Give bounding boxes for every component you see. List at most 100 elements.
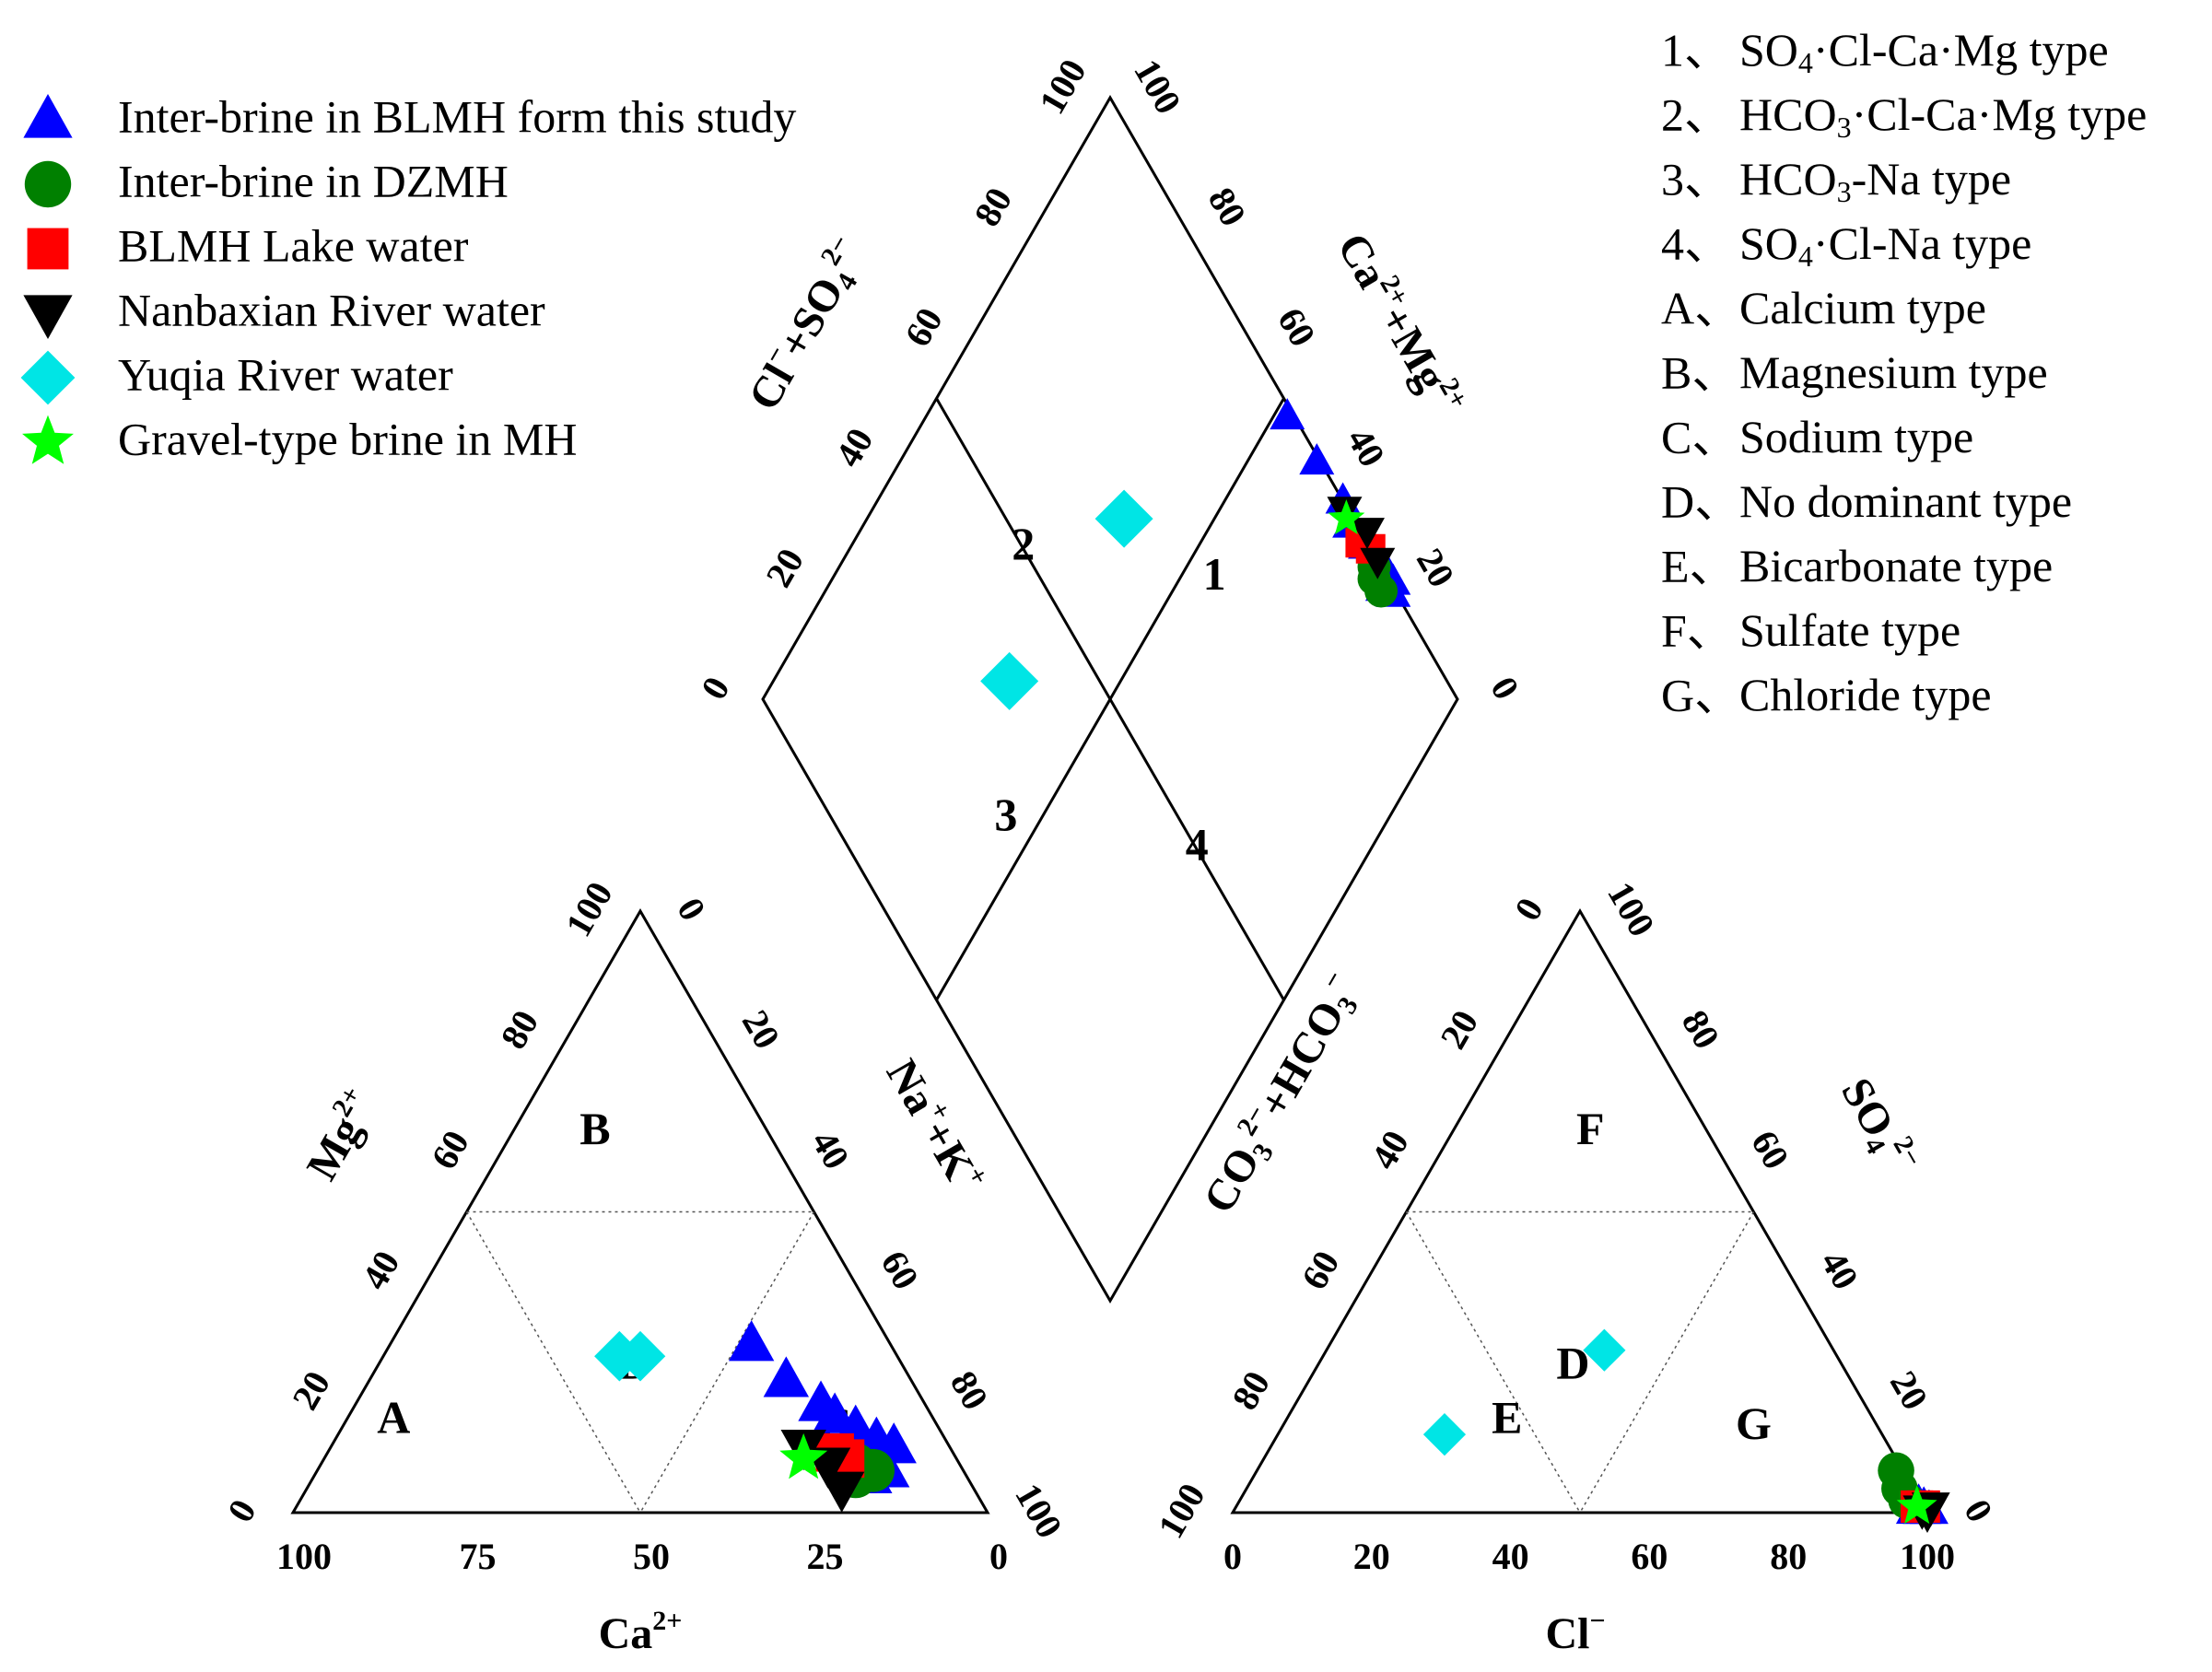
point-diamond [1270, 398, 1305, 430]
tick-label: 100 [1007, 1477, 1071, 1545]
point-diamond [980, 651, 1039, 710]
tick-label: 60 [423, 1123, 477, 1175]
tick-label: 100 [1599, 875, 1663, 943]
tick-label: 80 [1674, 1003, 1728, 1056]
legend-marker [20, 350, 76, 405]
tick-label: 40 [1363, 1123, 1417, 1175]
key-label: Calcium type [1739, 282, 1986, 333]
data-points [594, 398, 1950, 1533]
tick-label: 0 [1482, 670, 1527, 707]
axis-label-cl: Cl− [1545, 1606, 1605, 1658]
tick-label: 60 [896, 300, 951, 353]
axis-label-so4: SO42− [1829, 1068, 1928, 1185]
tick-label: 80 [1200, 181, 1255, 233]
legend-item: Inter-brine in DZMH [24, 155, 509, 208]
key-label: Sulfate type [1739, 604, 1960, 656]
region-label: 2 [1012, 518, 1035, 569]
key-label: Chloride type [1739, 669, 1992, 720]
key-label: HCO3·Cl-Ca·Mg type [1739, 88, 2147, 144]
axis-label-ca: Ca2+ [599, 1606, 683, 1658]
legend-marker [24, 160, 72, 208]
key-number: D、 [1661, 475, 1740, 527]
tick-label: 0 [1506, 891, 1551, 928]
tick-label: 100 [276, 1536, 332, 1577]
legend-marker [23, 94, 73, 138]
diamond [761, 94, 1459, 1304]
region-label: D [1556, 1338, 1589, 1389]
tick-label: 80 [492, 1003, 546, 1056]
axis-label-mg: Mg2+ [294, 1082, 386, 1188]
region-label: B [579, 1103, 610, 1154]
tick-label: 20 [284, 1364, 338, 1417]
region-label: 4 [1186, 819, 1209, 871]
key-label: HCO3-Na type [1739, 153, 2011, 208]
legend-label: Inter-brine in BLMH form this study [118, 90, 796, 142]
tick-label: 80 [1770, 1536, 1807, 1577]
tick-label: 100 [1031, 53, 1094, 121]
region-label: F [1576, 1103, 1605, 1154]
tick-label: 0 [219, 1492, 264, 1529]
point-anion [1583, 1328, 1626, 1372]
tick-label: 75 [460, 1536, 497, 1577]
tick-label: 0 [989, 1536, 1008, 1577]
tick-label: 60 [1631, 1536, 1668, 1577]
key-label: Sodium type [1739, 411, 1973, 462]
region-label: G [1736, 1397, 1772, 1449]
tick-label: 0 [1223, 1536, 1242, 1577]
key-number: A、 [1661, 282, 1740, 333]
point-diamond [1094, 489, 1153, 548]
key-item: B、Magnesium type [1661, 346, 2048, 398]
key-number: F、 [1661, 604, 1733, 656]
legend-marker [23, 295, 73, 339]
key-label: Magnesium type [1739, 346, 2048, 398]
key-item: F、Sulfate type [1661, 604, 1960, 656]
axis-label-ca-mg: Ca2++Mg2+ [1328, 223, 1474, 425]
point-diamond [1299, 443, 1335, 475]
legend-label: Nanbaxian River water [118, 284, 545, 335]
tick-label: 80 [966, 181, 1020, 233]
legend-marker [22, 415, 74, 464]
tick-label: 40 [1492, 1536, 1529, 1577]
region-label: A [377, 1392, 410, 1444]
tick-label: 25 [807, 1536, 844, 1577]
key-item: 1、SO4·Cl-Ca·Mg type [1661, 24, 2109, 79]
key-number: 4、 [1661, 217, 1730, 269]
legend-label: Yuqia River water [118, 348, 453, 400]
key-item: A、Calcium type [1661, 282, 1986, 333]
tick-label: 0 [693, 670, 738, 707]
key-label: SO4·Cl-Na type [1739, 217, 2031, 273]
point-cation [779, 1432, 828, 1479]
tick-label: 40 [827, 421, 882, 474]
key-number: B、 [1661, 346, 1738, 398]
tick-label: 100 [1150, 1477, 1213, 1545]
tick-label: 20 [734, 1003, 789, 1056]
point-diamond [1328, 499, 1365, 535]
diamond-divider [935, 397, 1285, 1001]
region-label: 3 [994, 789, 1017, 840]
tick-label: 60 [872, 1244, 927, 1296]
key-item: 3、HCO3-Na type [1661, 153, 2011, 208]
point-diamond [1360, 547, 1396, 579]
legend-item: Gravel-type brine in MH [22, 413, 577, 464]
key-number: 2、 [1661, 88, 1730, 140]
tick-label: 50 [633, 1536, 670, 1577]
region-label: E [1492, 1392, 1522, 1444]
point-anion [1896, 1485, 1937, 1525]
point-anion [1422, 1413, 1467, 1456]
key-number: G、 [1661, 669, 1740, 720]
tick-label: 40 [354, 1244, 408, 1296]
legend-label: BLMH Lake water [118, 219, 469, 271]
key-label: SO4·Cl-Ca·Mg type [1739, 24, 2109, 79]
tick-label: 40 [803, 1123, 858, 1175]
tick-label: 20 [757, 542, 812, 594]
key-number: 3、 [1661, 153, 1730, 205]
key-item: 2、HCO3·Cl-Ca·Mg type [1661, 88, 2147, 144]
tick-label: 100 [557, 875, 621, 943]
tick-label: 60 [1270, 300, 1324, 353]
tick-label: 0 [669, 891, 714, 928]
axis-label-cl-so4: Cl−+SO42− [736, 229, 879, 420]
tick-label: 40 [1339, 421, 1393, 474]
